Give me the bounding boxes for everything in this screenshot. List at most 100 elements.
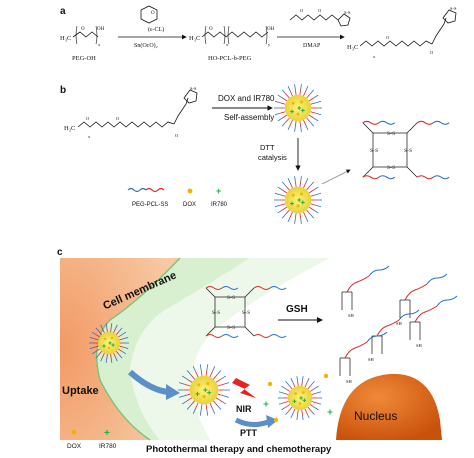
polymer-chain xyxy=(91,351,97,355)
polymer-chain xyxy=(216,405,222,410)
polymer-chain xyxy=(301,409,303,416)
polymer-chain xyxy=(253,334,271,338)
polymer-chain xyxy=(309,388,315,392)
polymer-chain xyxy=(316,391,322,394)
polymer-chain xyxy=(115,357,118,362)
caption: Photothermal therapy and chemotherapy xyxy=(146,444,332,455)
polymer-chain xyxy=(281,406,286,411)
polymer-chain xyxy=(289,119,293,126)
polymer-chain xyxy=(199,364,202,370)
svg-text:O: O xyxy=(300,8,304,13)
polymer-chain xyxy=(220,400,227,405)
polymer-chain xyxy=(299,213,302,219)
sulfur-label: S–S xyxy=(387,132,395,137)
ir780-cross xyxy=(102,344,106,348)
polymer-chain xyxy=(118,348,123,352)
svg-text:O: O xyxy=(209,27,213,32)
peg-oh-structure: H₃C O OH x PEG-OH xyxy=(60,25,105,62)
polymer-chain xyxy=(303,211,307,218)
ir780-cross xyxy=(290,109,294,114)
polymer-chain xyxy=(306,117,311,123)
polymer-chain xyxy=(221,286,239,290)
polymer-chain xyxy=(110,327,112,333)
polymer-chain xyxy=(115,351,120,356)
polymer-chain xyxy=(213,374,218,380)
polymer-chain xyxy=(279,203,286,206)
polymer-chain xyxy=(308,97,314,102)
linker xyxy=(244,287,255,298)
cell-membrane-band xyxy=(96,258,251,440)
polymer-chain xyxy=(297,380,299,387)
polymer-chain xyxy=(89,347,95,350)
svg-text:y: y xyxy=(268,42,271,47)
polymer-chain xyxy=(310,102,317,105)
legend-b: PEG-PCL-SS DOX + IR780 xyxy=(127,186,228,208)
polymer-chain xyxy=(368,265,390,277)
polymer-chain xyxy=(299,89,302,95)
svg-text:O: O xyxy=(318,8,322,13)
dox-dot xyxy=(206,381,210,386)
legend-polymer-red xyxy=(145,187,165,193)
gsh-label: GSH xyxy=(286,304,308,315)
dox-dot xyxy=(296,112,300,116)
svg-text:S-S: S-S xyxy=(190,86,197,91)
legend-ir780-label: IR780 xyxy=(211,202,228,208)
panel-b: b H₃C O O x O S-S DOX and IR780 Self-ass… xyxy=(60,84,450,224)
polymer-chain xyxy=(297,409,299,416)
svg-text:x: x xyxy=(226,42,229,47)
legend-c-ir780-label: IR780 xyxy=(99,443,117,450)
polymer-chain xyxy=(289,90,293,97)
polymer-chain xyxy=(289,211,293,218)
polymer-chain xyxy=(294,121,297,127)
caprolactone-ring xyxy=(140,5,158,24)
polymer-chain xyxy=(299,121,302,127)
uptake-arrow xyxy=(127,369,169,395)
svg-text:x: x xyxy=(88,134,91,139)
ir780-cross xyxy=(300,108,305,113)
loading-label: DOX and IR780 xyxy=(218,94,275,103)
sh-label: SH xyxy=(396,321,403,326)
dtt-label: DTT xyxy=(260,143,275,152)
polymer-chain xyxy=(217,393,224,397)
ho-pcl-peg-structure: H₃C O OH x y HO-PCL-b-PEG xyxy=(189,25,275,62)
polymer-chain xyxy=(416,175,434,180)
polymer-chain xyxy=(306,209,311,215)
polymer-chain xyxy=(277,117,283,122)
svg-text:O: O xyxy=(386,35,390,40)
svg-text:x: x xyxy=(98,42,101,47)
legend-dox-label: DOX xyxy=(183,202,196,208)
nir-label: NIR xyxy=(236,404,252,414)
polymer-chain xyxy=(366,331,388,343)
dox-dot xyxy=(291,101,295,105)
sulfur-label: S–S xyxy=(227,326,235,331)
polymer-chain xyxy=(277,94,283,99)
dox-dot xyxy=(300,100,304,104)
polymer-chain xyxy=(93,338,99,341)
svg-text:H₃C: H₃C xyxy=(60,35,71,42)
ir780-cross xyxy=(292,399,297,404)
polymer-chain xyxy=(346,275,370,293)
polymer-chain xyxy=(277,186,283,191)
polymer-chain xyxy=(283,392,289,395)
peg-pcl-ss-molecule: H₃C O O x O S-S xyxy=(64,86,198,139)
polymer-chain xyxy=(212,408,216,414)
polymer-chain xyxy=(102,328,105,334)
polymer-chain xyxy=(106,327,108,333)
dox-dot xyxy=(300,192,304,196)
polymer-chain xyxy=(220,375,227,380)
polymer-chain xyxy=(279,111,286,114)
micelle-endocytosis xyxy=(89,323,129,363)
sulfur-label: S–S xyxy=(212,311,220,316)
polymer-chain xyxy=(192,366,196,372)
zoom-arrow xyxy=(321,169,351,185)
polymer-chain xyxy=(305,216,309,222)
dox-dot xyxy=(301,391,305,394)
polymer-chain xyxy=(314,385,319,390)
polymer-chain xyxy=(190,374,195,380)
peg-pcl-ss-structure: H₃C x O S-S O xyxy=(347,6,457,59)
polymer-chain xyxy=(310,381,315,386)
linker xyxy=(205,326,216,337)
svg-text:O: O xyxy=(430,50,434,55)
polymer-chain xyxy=(376,319,400,337)
